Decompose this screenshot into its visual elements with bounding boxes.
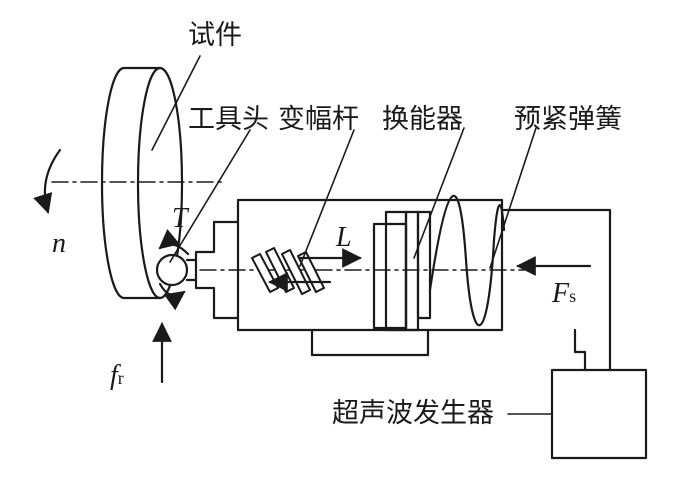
feed-force-main: f (110, 360, 118, 391)
spring-icon (428, 194, 506, 327)
symbol-torque: T (172, 203, 188, 234)
roller-icon (155, 253, 189, 287)
leader-spring (489, 127, 537, 269)
feed-force-sub: r (117, 368, 124, 388)
leader-horn (299, 129, 355, 267)
rotation-arrow-icon (33, 148, 62, 214)
housing-top-extension (500, 208, 612, 372)
label-ultrasonic-generator: 超声波发生器 (332, 398, 494, 429)
ultrasonic-generator-box (550, 368, 648, 460)
label-horn: 变幅杆 (278, 104, 359, 135)
label-tool-head: 工具头 (188, 104, 269, 135)
transducer-block (372, 222, 408, 330)
label-transducer: 换能器 (382, 104, 463, 135)
preload-force-sub: s (569, 286, 577, 306)
mount-base (310, 328, 430, 357)
generator-cable (573, 328, 587, 372)
label-preload-spring: 预紧弹簧 (514, 104, 622, 135)
torque-arrow-icon (158, 228, 190, 256)
leader-tool-head (169, 129, 251, 263)
label-workpiece: 试件 (188, 20, 242, 51)
symbol-preload-force: Fs (552, 280, 576, 308)
leader-workpiece (151, 55, 201, 151)
leader-transducer (413, 127, 465, 259)
symbol-vibration-direction: L (336, 222, 352, 253)
preload-force-main: F (552, 278, 570, 309)
symbol-rotation-speed: n (52, 228, 66, 259)
tool-housing (194, 198, 504, 332)
horn-coil (251, 247, 325, 295)
symbol-feed-force: fr (110, 362, 124, 390)
